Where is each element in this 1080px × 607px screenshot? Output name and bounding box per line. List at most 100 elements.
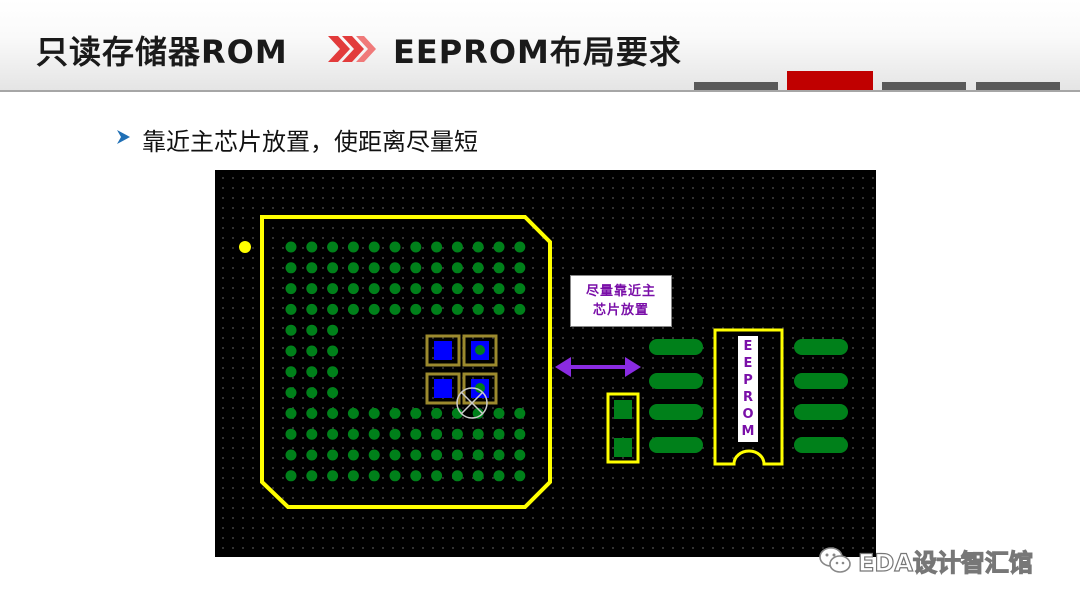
bga-ball xyxy=(306,387,318,399)
bga-ball xyxy=(451,241,463,253)
bga-ball xyxy=(285,345,297,357)
bga-ball xyxy=(347,303,359,315)
watermark-text: EDA设计智汇馆 xyxy=(857,548,1033,577)
bga-ball xyxy=(368,449,380,461)
bullet-arrow-icon xyxy=(117,130,130,144)
progress-tab-4 xyxy=(976,82,1060,90)
bga-ball xyxy=(493,407,505,419)
bga-ball xyxy=(389,449,401,461)
bga-ball xyxy=(368,470,380,482)
bga-ball xyxy=(493,470,505,482)
bga-ball xyxy=(327,324,339,336)
bga-ball xyxy=(451,470,463,482)
bga-ball xyxy=(389,428,401,440)
bga-ball xyxy=(410,303,422,315)
pcb-drawing xyxy=(239,215,848,509)
small-component xyxy=(606,392,640,464)
bga-ball xyxy=(493,428,505,440)
bga-ball xyxy=(410,407,422,419)
bga-ball xyxy=(285,407,297,419)
bga-ball xyxy=(493,283,505,295)
bga-ball xyxy=(347,283,359,295)
bga-ball xyxy=(327,428,339,440)
bga-ball xyxy=(410,262,422,274)
bga-ball xyxy=(327,470,339,482)
bga-ball xyxy=(368,283,380,295)
bga-ball xyxy=(285,283,297,295)
bga-ball xyxy=(389,262,401,274)
bga-ball xyxy=(493,449,505,461)
bga-ball xyxy=(514,283,526,295)
bga-ball xyxy=(306,366,318,378)
eeprom-label: E E P R O M xyxy=(738,336,758,442)
bga-ball xyxy=(347,449,359,461)
bga-ball xyxy=(431,283,443,295)
bga-ball xyxy=(368,428,380,440)
bga-ball xyxy=(451,428,463,440)
bga-ball xyxy=(306,283,318,295)
bga-ball xyxy=(285,241,297,253)
eeprom-char: E xyxy=(743,339,753,354)
bga-ball xyxy=(389,303,401,315)
bga-ball xyxy=(285,449,297,461)
double-chevron-icon xyxy=(328,36,376,62)
bga-ball xyxy=(431,470,443,482)
eeprom-char: P xyxy=(743,373,753,388)
bga-ball xyxy=(514,428,526,440)
bga-ball xyxy=(410,283,422,295)
bga-ball xyxy=(493,241,505,253)
bga-ball xyxy=(306,303,318,315)
bga-ball xyxy=(431,241,443,253)
bga-ball xyxy=(306,262,318,274)
bga-ball xyxy=(410,241,422,253)
bga-ball xyxy=(514,241,526,253)
bga-ball xyxy=(327,407,339,419)
bga-ball xyxy=(285,303,297,315)
bga-ball xyxy=(347,262,359,274)
bga-ball xyxy=(306,407,318,419)
progress-tab-3 xyxy=(882,82,966,90)
annotation-callout-text: 尽量靠近主芯片放置 xyxy=(585,284,656,318)
bga-ball xyxy=(493,262,505,274)
bga-ball xyxy=(327,262,339,274)
bga-ball xyxy=(347,470,359,482)
bga-ball xyxy=(431,428,443,440)
bga-ball xyxy=(514,407,526,419)
eeprom-chip xyxy=(649,328,848,466)
header-divider xyxy=(0,90,1080,92)
slide-header xyxy=(0,0,1080,92)
bga-ball xyxy=(451,262,463,274)
bga-ball xyxy=(368,407,380,419)
progress-tab-2-active xyxy=(787,71,873,90)
bga-ball xyxy=(327,449,339,461)
bga-ball xyxy=(306,470,318,482)
bga-ball xyxy=(410,428,422,440)
wechat-icon xyxy=(819,547,851,573)
bga-ball xyxy=(410,470,422,482)
bga-ball xyxy=(306,324,318,336)
bga-ball xyxy=(327,387,339,399)
bga-ball xyxy=(472,407,484,419)
bga-balls xyxy=(285,241,526,482)
bullet-text: 靠近主芯片放置，使距离尽量短 xyxy=(142,128,478,156)
bga-ball xyxy=(493,303,505,315)
bga-ball xyxy=(347,407,359,419)
decoupling-caps xyxy=(425,334,498,419)
bga-ball xyxy=(327,283,339,295)
bga-ball xyxy=(451,283,463,295)
distance-arrow xyxy=(555,357,641,377)
bga-ball xyxy=(285,366,297,378)
bga-ball xyxy=(389,283,401,295)
eeprom-char: E xyxy=(743,356,753,371)
bga-ball xyxy=(327,303,339,315)
bga-ball xyxy=(327,241,339,253)
bga-ball xyxy=(431,303,443,315)
bga-ball xyxy=(472,303,484,315)
bga-ball xyxy=(285,262,297,274)
bga-ball xyxy=(472,470,484,482)
section-title: 只读存储器ROM xyxy=(36,33,288,71)
bga-ball xyxy=(285,387,297,399)
bga-ball xyxy=(285,428,297,440)
bga-ball xyxy=(306,449,318,461)
bga-ball xyxy=(347,241,359,253)
